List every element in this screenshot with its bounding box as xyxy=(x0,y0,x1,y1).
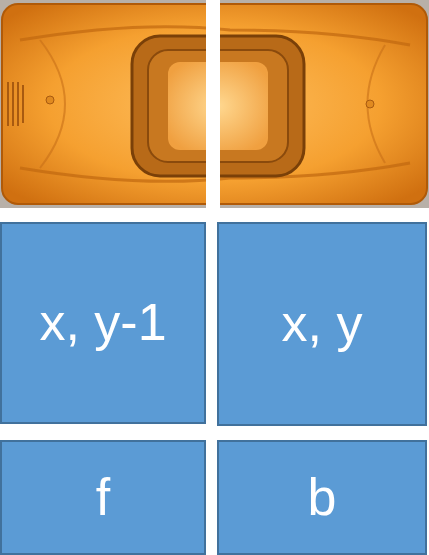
blue-box: b xyxy=(217,440,427,555)
car-illustration xyxy=(0,0,429,210)
blue-box: x, y xyxy=(217,222,427,426)
box-label: x, y xyxy=(282,295,363,352)
box-label: b xyxy=(308,469,337,526)
blue-box: f xyxy=(0,440,206,555)
box-label: f xyxy=(96,469,110,526)
box-label: x, y-1 xyxy=(39,294,166,351)
blue-box: x, y-1 xyxy=(0,222,206,424)
